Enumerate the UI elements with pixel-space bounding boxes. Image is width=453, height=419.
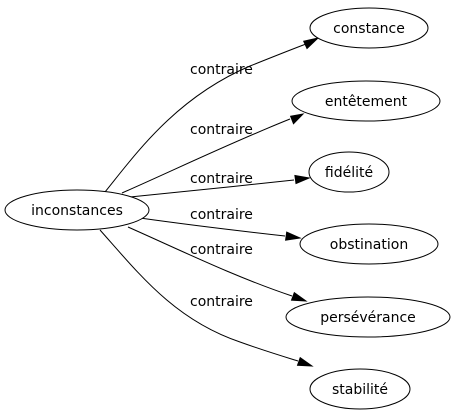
edge-constance: contraire — [104, 37, 320, 193]
node-ellipse — [299, 223, 439, 265]
node-label: entêtement — [325, 94, 408, 110]
edge-label: contraire — [190, 242, 253, 258]
edge-label: contraire — [190, 62, 253, 78]
node-label: constance — [333, 21, 405, 37]
node-ellipse — [309, 7, 429, 49]
edge-line — [139, 217, 286, 237]
target-node-perseverance[interactable]: persévérance — [285, 296, 451, 338]
node-ellipse — [291, 80, 441, 122]
target-node-fidelite[interactable]: fidélité — [308, 151, 390, 193]
edge-line — [121, 118, 291, 194]
edge-line — [99, 229, 299, 362]
edge-label: contraire — [190, 122, 253, 138]
node-ellipse — [4, 189, 150, 231]
node-label: obstination — [330, 237, 408, 253]
edges: contraire contraire contraire contraire … — [99, 37, 320, 367]
edge-entetement: contraire — [121, 113, 305, 194]
arrow-head — [296, 356, 314, 367]
target-node-stabilite[interactable]: stabilité — [309, 368, 411, 410]
node-ellipse — [285, 296, 451, 338]
edge-line — [127, 226, 293, 297]
target-node-constance[interactable]: constance — [309, 7, 429, 49]
source-node[interactable]: inconstances — [4, 189, 150, 231]
edge-stabilite: contraire — [99, 229, 314, 367]
edge-label: contraire — [190, 294, 253, 310]
edge-line — [104, 43, 307, 193]
arrow-head — [294, 174, 311, 185]
node-label: stabilité — [332, 382, 388, 398]
node-label: persévérance — [320, 310, 416, 326]
edge-label: contraire — [190, 207, 253, 223]
edge-fidelite: contraire — [129, 171, 311, 198]
edge-perseverance: contraire — [127, 226, 308, 302]
edge-obstination: contraire — [139, 207, 302, 241]
node-label: fidélité — [325, 165, 373, 181]
target-node-entetement[interactable]: entêtement — [291, 80, 441, 122]
arrow-head — [290, 291, 308, 302]
arrow-head — [302, 37, 320, 50]
edge-label: contraire — [190, 171, 253, 187]
node-label: inconstances — [31, 203, 123, 219]
edge-line — [129, 179, 295, 198]
node-ellipse — [309, 368, 411, 410]
node-ellipse — [308, 151, 390, 193]
arrow-head — [285, 231, 302, 241]
target-node-obstination[interactable]: obstination — [299, 223, 439, 265]
arrow-head — [289, 113, 305, 125]
